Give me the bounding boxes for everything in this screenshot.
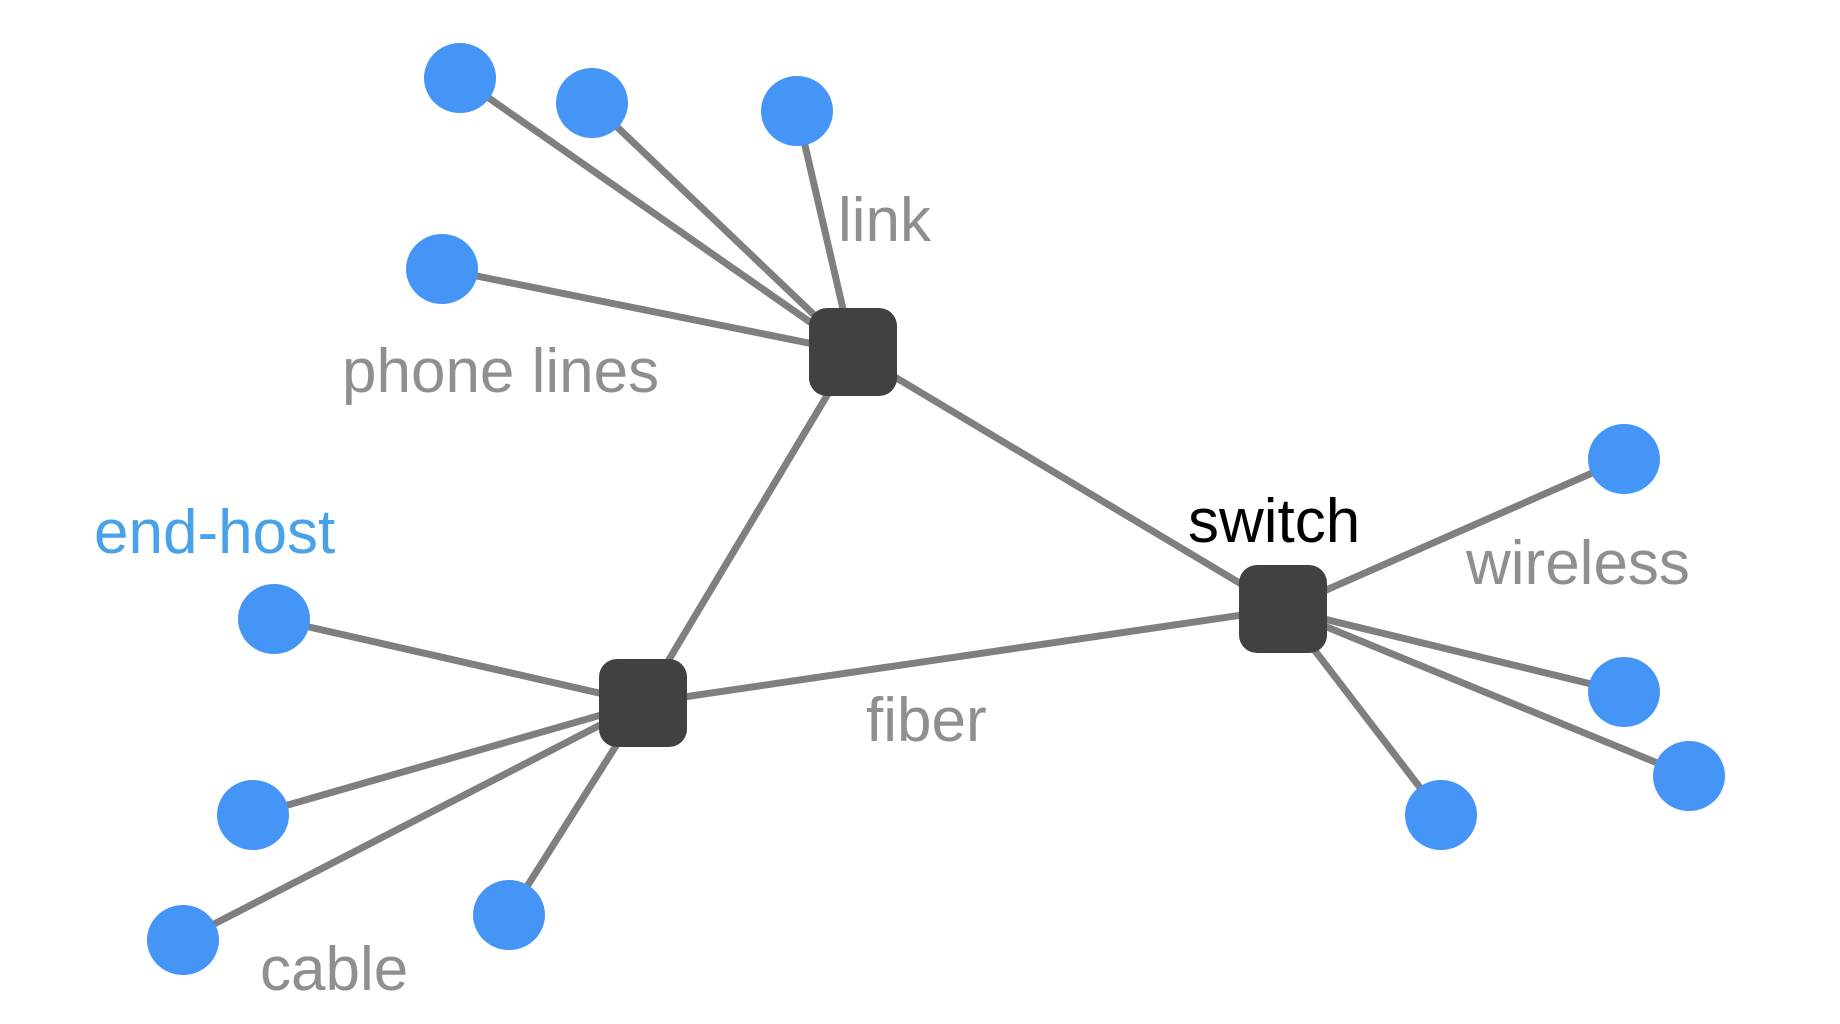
switch-node — [1239, 565, 1327, 653]
edges — [179, 74, 1693, 944]
edge-host-7 — [179, 699, 647, 944]
label-fiber: fiber — [866, 686, 987, 755]
label-link: link — [838, 186, 932, 255]
end-host-node — [556, 68, 628, 138]
label-wireless: wireless — [1465, 529, 1690, 598]
switches — [599, 308, 1327, 747]
edge-host-1 — [456, 74, 857, 356]
end-host-node — [147, 905, 219, 975]
switch-node — [809, 308, 897, 396]
labels: link phone lines end-host switch wireles… — [94, 186, 1690, 1004]
end-host-node — [424, 43, 496, 113]
label-end-host: end-host — [94, 498, 335, 567]
edge-switch-a-switch-b — [639, 348, 857, 707]
edge-switch-b-switch-c — [639, 605, 1287, 707]
edge-host-9 — [1279, 455, 1628, 613]
end-host-node — [1653, 741, 1725, 811]
switch-node — [599, 659, 687, 747]
end-hosts — [147, 43, 1725, 975]
end-host-node — [1405, 780, 1477, 850]
end-host-node — [473, 880, 545, 950]
edge-host-6 — [249, 699, 647, 819]
edge-host-4 — [438, 265, 857, 356]
edge-host-5 — [270, 615, 647, 707]
end-host-node — [217, 780, 289, 850]
label-switch: switch — [1188, 487, 1360, 556]
end-host-node — [1588, 657, 1660, 727]
edge-switch-a-switch-c — [849, 348, 1287, 613]
edge-host-11 — [1279, 605, 1693, 780]
end-host-node — [238, 584, 310, 654]
end-host-node — [406, 234, 478, 304]
edge-host-10 — [1279, 605, 1628, 696]
edge-host-2 — [588, 99, 857, 356]
label-cable: cable — [260, 935, 408, 1004]
end-host-node — [1588, 424, 1660, 494]
label-phone-lines: phone lines — [342, 337, 659, 406]
end-host-node — [761, 76, 833, 146]
